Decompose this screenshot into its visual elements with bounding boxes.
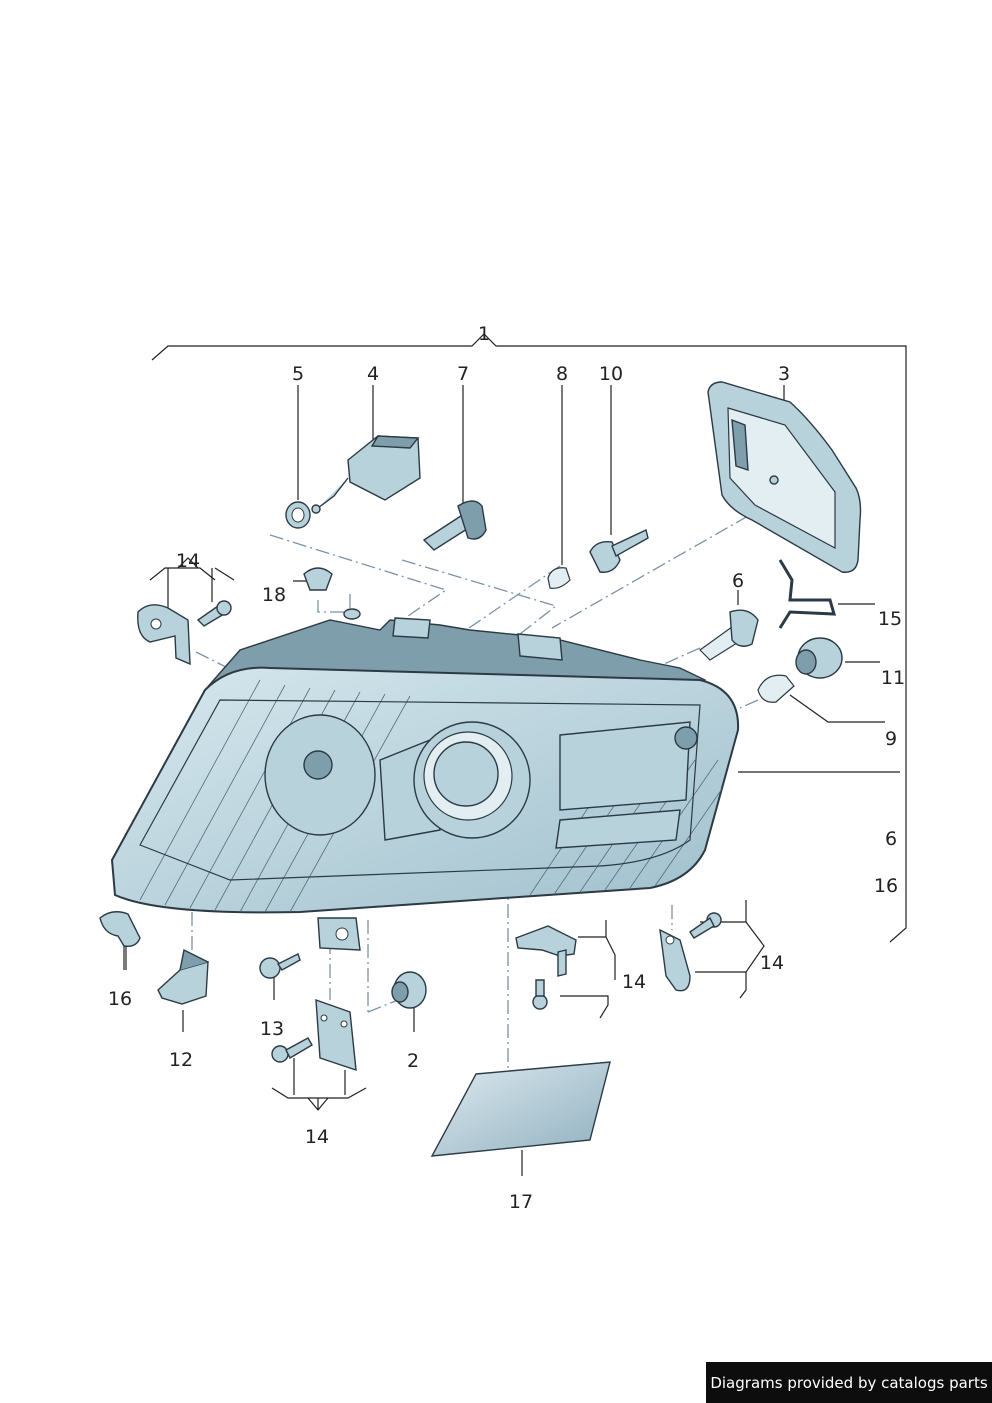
part-12-clip — [157, 948, 209, 1005]
callout-10: 10 — [599, 363, 623, 385]
part-10-bulb-socket — [589, 529, 649, 573]
callout-8: 8 — [556, 363, 568, 385]
callout-18: 18 — [262, 584, 286, 606]
part-16-cap — [99, 911, 141, 948]
callout-15: 15 — [878, 608, 902, 630]
callout-14-bottom: 14 — [305, 1126, 329, 1148]
callout-labels: 1 5 4 7 8 10 3 14 18 6 15 11 9 6 16 14 1… — [108, 323, 905, 1213]
part-14-repair-plate — [271, 998, 357, 1072]
part-8-small-bulb — [547, 567, 571, 589]
part-13-screw — [259, 953, 301, 979]
headlamp-housing — [110, 608, 740, 914]
callout-3: 3 — [778, 363, 790, 385]
callout-2: 2 — [407, 1050, 419, 1072]
callout-9: 9 — [885, 728, 897, 750]
callout-14-right: 14 — [760, 952, 784, 974]
callout-4: 4 — [367, 363, 379, 385]
part-9-bulb — [757, 674, 795, 703]
callout-5: 5 — [292, 363, 304, 385]
part-14-center-bracket — [515, 925, 577, 1010]
part-2-grommet — [391, 971, 427, 1009]
part-3-control-unit — [707, 381, 862, 573]
assembly-bracket — [151, 333, 907, 943]
callout-14-top-left: 14 — [176, 550, 200, 572]
callout-6-side: 6 — [885, 828, 897, 850]
part-17-cover — [430, 1061, 611, 1157]
callout-16-cap: 16 — [108, 988, 132, 1010]
callout-17: 17 — [509, 1191, 533, 1213]
callout-16-side: 16 — [874, 875, 898, 897]
part-14-bracket-right — [659, 912, 722, 992]
part-6-bulb — [699, 609, 759, 661]
callout-7: 7 — [457, 363, 469, 385]
part-4-adjust-motor — [311, 435, 421, 514]
callout-1: 1 — [478, 323, 490, 345]
part-14-bracket-top-left — [137, 600, 232, 666]
part-18-plug — [303, 567, 333, 591]
credit-text: Diagrams provided by catalogs parts — [710, 1373, 988, 1392]
part-7-bulb — [422, 500, 487, 551]
part-11-socket — [795, 637, 843, 679]
leader-lines — [123, 385, 900, 1176]
part-5-seal-ring — [285, 501, 311, 529]
callout-13: 13 — [260, 1018, 284, 1040]
callout-12: 12 — [169, 1049, 193, 1071]
part-14-mount-tab-bottom — [317, 917, 361, 951]
part-15-spring-clip — [778, 559, 837, 629]
callout-6-bulb: 6 — [732, 570, 744, 592]
callout-11: 11 — [881, 667, 905, 689]
callout-14-center: 14 — [622, 971, 646, 993]
credit-banner: Diagrams provided by catalogs parts — [706, 1362, 992, 1403]
